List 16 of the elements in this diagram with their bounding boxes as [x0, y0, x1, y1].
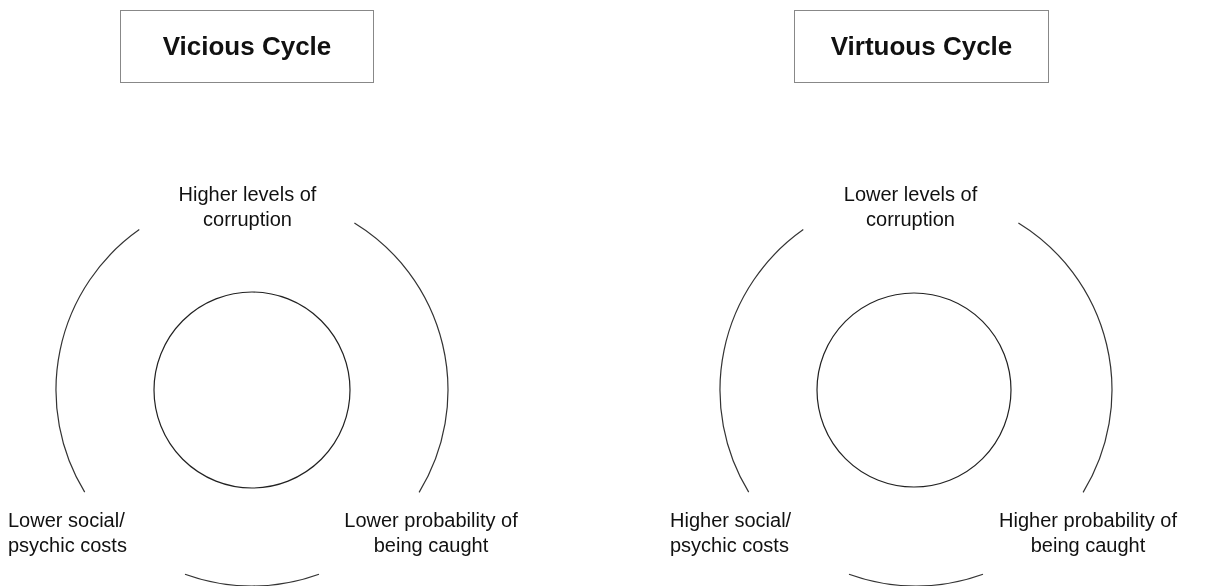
cycle-stage-label: Lower social/ psychic costs	[8, 508, 168, 558]
title-box: Virtuous Cycle	[794, 10, 1049, 83]
empty-circle	[153, 291, 351, 489]
title-box: Vicious Cycle	[120, 10, 374, 83]
cycle-stage-label: Lower probability of being caught	[318, 508, 544, 558]
cycle-stage-label: Higher social/ psychic costs	[670, 508, 830, 558]
cycle-stage-label: Lower levels of corruption	[803, 182, 1018, 232]
cycle-arc	[184, 573, 320, 586]
cycle-arc	[1017, 222, 1113, 493]
empty-circle	[816, 292, 1012, 488]
cycle-arc	[353, 222, 449, 493]
cycle-arc	[55, 229, 140, 493]
cycle-arc	[848, 573, 984, 586]
cycle-arc	[719, 229, 804, 493]
cycle-stage-label: Higher probability of being caught	[972, 508, 1204, 558]
cycle-stage-label: Higher levels of corruption	[140, 182, 355, 232]
